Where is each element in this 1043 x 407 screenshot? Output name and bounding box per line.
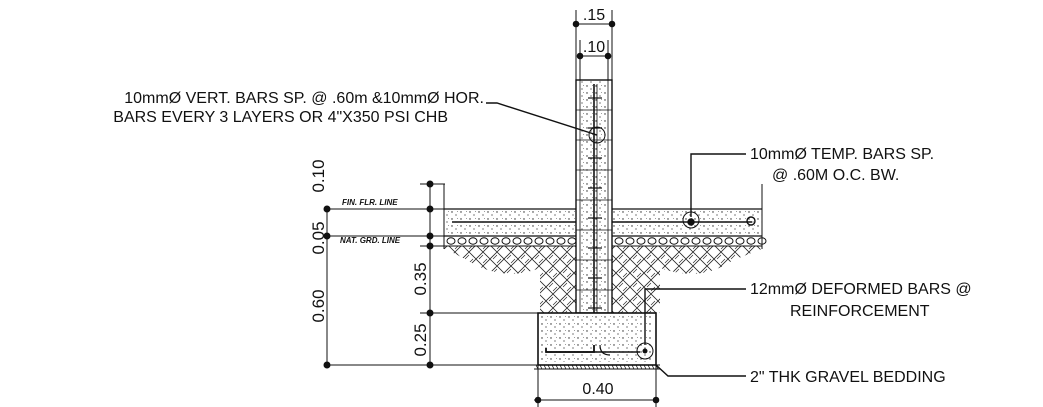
dim-total-depth: 0.60 xyxy=(309,289,328,322)
callout-deformed-bars-line1: 12mmØ DEFORMED BARS @ xyxy=(750,281,972,298)
callout-vertical-bars-line2: BARS EVERY 3 LAYERS OR 4"X350 PSI CHB xyxy=(113,109,448,126)
earth-fill xyxy=(444,246,762,313)
dim-wall-inner: .10 xyxy=(583,39,605,56)
footing xyxy=(537,312,657,366)
dim-footing-width: 0.40 xyxy=(582,381,613,398)
gravel-bedding xyxy=(534,364,660,370)
callout-temp-bars-line2: @ .60M O.C. BW. xyxy=(772,167,899,184)
callout-vertical-bars-line1: 10mmØ VERT. BARS SP. @ .60m &10mmØ HOR. xyxy=(124,90,484,107)
callout-gravel-bedding: 2" THK GRAVEL BEDDING xyxy=(750,369,946,386)
horizontal-dimensions xyxy=(534,10,660,407)
callout-temp-bars-line1: 10mmØ TEMP. BARS SP. xyxy=(750,146,934,163)
chb-wall xyxy=(575,79,613,345)
slab-temperature-bars xyxy=(452,216,756,226)
dim-wall-outer: .15 xyxy=(583,7,605,24)
label-finish-floor-line: FIN. FLR. LINE xyxy=(342,198,398,207)
callout-deformed-bars-line2: REINFORCEMENT xyxy=(790,303,930,320)
leader-lines xyxy=(486,102,746,377)
vertical-dimensions xyxy=(323,180,540,369)
dim-slab-to-grade: 0.05 xyxy=(309,221,328,254)
dim-slab-thickness: 0.10 xyxy=(309,159,328,192)
label-natural-grade-line: NAT. GRD. LINE xyxy=(340,236,401,245)
dim-footing-thickness: 0.25 xyxy=(411,323,430,356)
dim-grade-to-footing: 0.35 xyxy=(411,262,430,295)
